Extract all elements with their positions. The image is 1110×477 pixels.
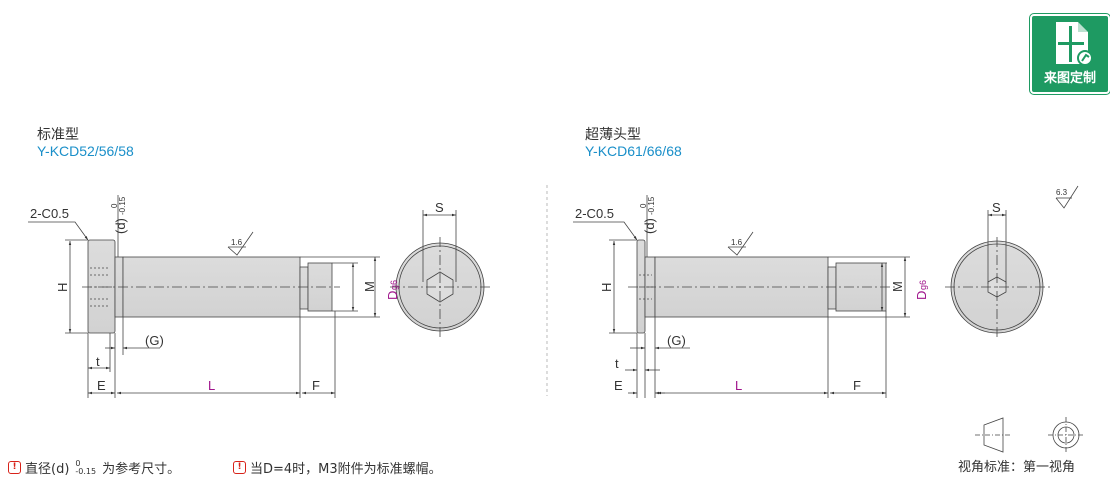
note-diameter-reference: ! 直径(d) 0 -0.15 为参考尺寸。 — [8, 458, 180, 477]
note-m3-nut: ! 当D=4时，M3附件为标准螺帽。 — [233, 458, 442, 477]
custom-drawing-badge[interactable]: 来图定制 — [1029, 13, 1110, 95]
right-s-label: S — [992, 200, 1001, 215]
right-t-label: t — [615, 356, 619, 371]
left-s-label: S — [435, 200, 444, 215]
left-chamfer-label: 2-C0.5 — [30, 206, 69, 221]
right-m-label: M — [890, 281, 905, 292]
left-h-label: H — [55, 283, 70, 292]
right-d-tol-upper: 0 — [639, 203, 648, 208]
custom-drawing-icon — [1056, 22, 1092, 66]
right-l-label: L — [735, 378, 742, 393]
left-d-tol-lower: -0.15 — [118, 196, 127, 215]
note-tol-upper: 0 — [75, 458, 81, 468]
left-d-label: (d) — [113, 218, 128, 234]
left-t-label: t — [96, 354, 100, 369]
left-e-label: E — [97, 378, 106, 393]
left-d-tol-class: g6 — [389, 280, 399, 290]
left-l-label: L — [208, 378, 215, 393]
right-chamfer-label: 2-C0.5 — [575, 206, 614, 221]
note-text-suffix: 为参考尺寸。 — [102, 462, 181, 477]
left-d-tol-upper: 0 — [110, 203, 119, 208]
first-angle-projection-icon — [975, 417, 1084, 453]
left-f-label: F — [312, 378, 320, 393]
right-g-label: (G) — [667, 333, 686, 348]
right-d-label: (d) — [642, 218, 657, 234]
right-d-dia-label: D — [914, 291, 929, 300]
right-d-tol-class: g6 — [918, 280, 928, 290]
view-standard-label: 视角标准：第一视角 — [958, 460, 1076, 475]
badge-label: 来图定制 — [1043, 71, 1096, 86]
right-thin-head-bolt-side-view — [628, 239, 895, 334]
left-end-view — [390, 210, 490, 337]
left-m-label: M — [362, 281, 377, 292]
warning-icon: ! — [233, 461, 246, 474]
left-d-dia-label: D — [385, 291, 400, 300]
left-standard-bolt-side-view — [82, 239, 340, 334]
right-e-label: E — [614, 378, 623, 393]
general-roughness-label: 6.3 — [1056, 188, 1068, 197]
note-tol-lower: -0.15 — [75, 466, 97, 476]
right-dimension-lines — [573, 185, 1079, 398]
right-d-tol-lower: -0.15 — [647, 196, 656, 215]
left-roughness-label: 1.6 — [231, 238, 243, 247]
left-dimension-lines — [28, 195, 380, 398]
left-g-label: (G) — [145, 333, 164, 348]
warning-icon: ! — [8, 461, 21, 474]
right-h-label: H — [599, 283, 614, 292]
left-model-code: Y-KCD52/56/58 — [37, 143, 134, 159]
right-model-code: Y-KCD61/66/68 — [585, 143, 682, 159]
right-end-view — [945, 210, 1050, 337]
note-text: 直径(d) — [25, 462, 70, 477]
right-roughness-label: 1.6 — [731, 238, 743, 247]
left-type-title: 标准型 — [37, 126, 79, 142]
right-type-title: 超薄头型 — [585, 126, 641, 142]
note-text: 当D=4时，M3附件为标准螺帽。 — [250, 462, 442, 477]
right-f-label: F — [853, 378, 861, 393]
